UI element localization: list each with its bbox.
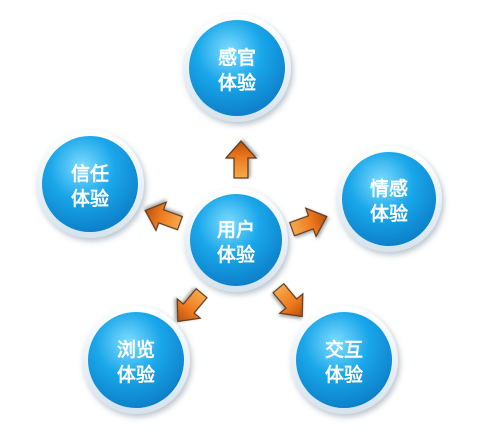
node-browse-line1: 浏览 — [117, 338, 155, 361]
arrow-to-sensory-shape — [224, 140, 258, 179]
node-sensory: 感官 体验 — [183, 14, 291, 122]
arrow-to-emotion-shape — [288, 207, 328, 238]
node-emotion-line2: 体验 — [370, 202, 409, 225]
arrow-to-interaction — [272, 282, 304, 318]
center-line2: 体验 — [217, 243, 256, 266]
node-interaction-line2: 体验 — [325, 363, 364, 386]
arrow-to-interaction-shape — [272, 282, 304, 318]
arrow-to-browse-shape — [176, 287, 208, 323]
node-trust: 信任 体验 — [36, 130, 144, 238]
arrow-to-emotion — [288, 207, 328, 238]
node-interaction: 交互 体验 — [290, 306, 398, 414]
node-trust-line1: 信任 — [71, 162, 109, 185]
center-line1: 用户 — [217, 218, 255, 241]
node-interaction-line1: 交互 — [325, 338, 363, 361]
node-center: 用户 体验 — [184, 188, 288, 292]
arrows — [144, 140, 328, 323]
node-browse-line2: 体验 — [117, 363, 156, 386]
node-sensory-line1: 感官 — [218, 46, 256, 69]
arrow-to-sensory — [224, 140, 258, 179]
node-emotion: 情感 体验 — [336, 146, 442, 252]
node-sensory-line2: 体验 — [218, 71, 257, 94]
arrow-to-trust-shape — [144, 201, 184, 232]
node-browse: 浏览 体验 — [82, 306, 190, 414]
node-trust-line2: 体验 — [71, 187, 110, 210]
arrow-to-trust — [144, 201, 184, 232]
arrow-to-browse — [176, 287, 208, 323]
node-emotion-line1: 情感 — [370, 177, 408, 200]
